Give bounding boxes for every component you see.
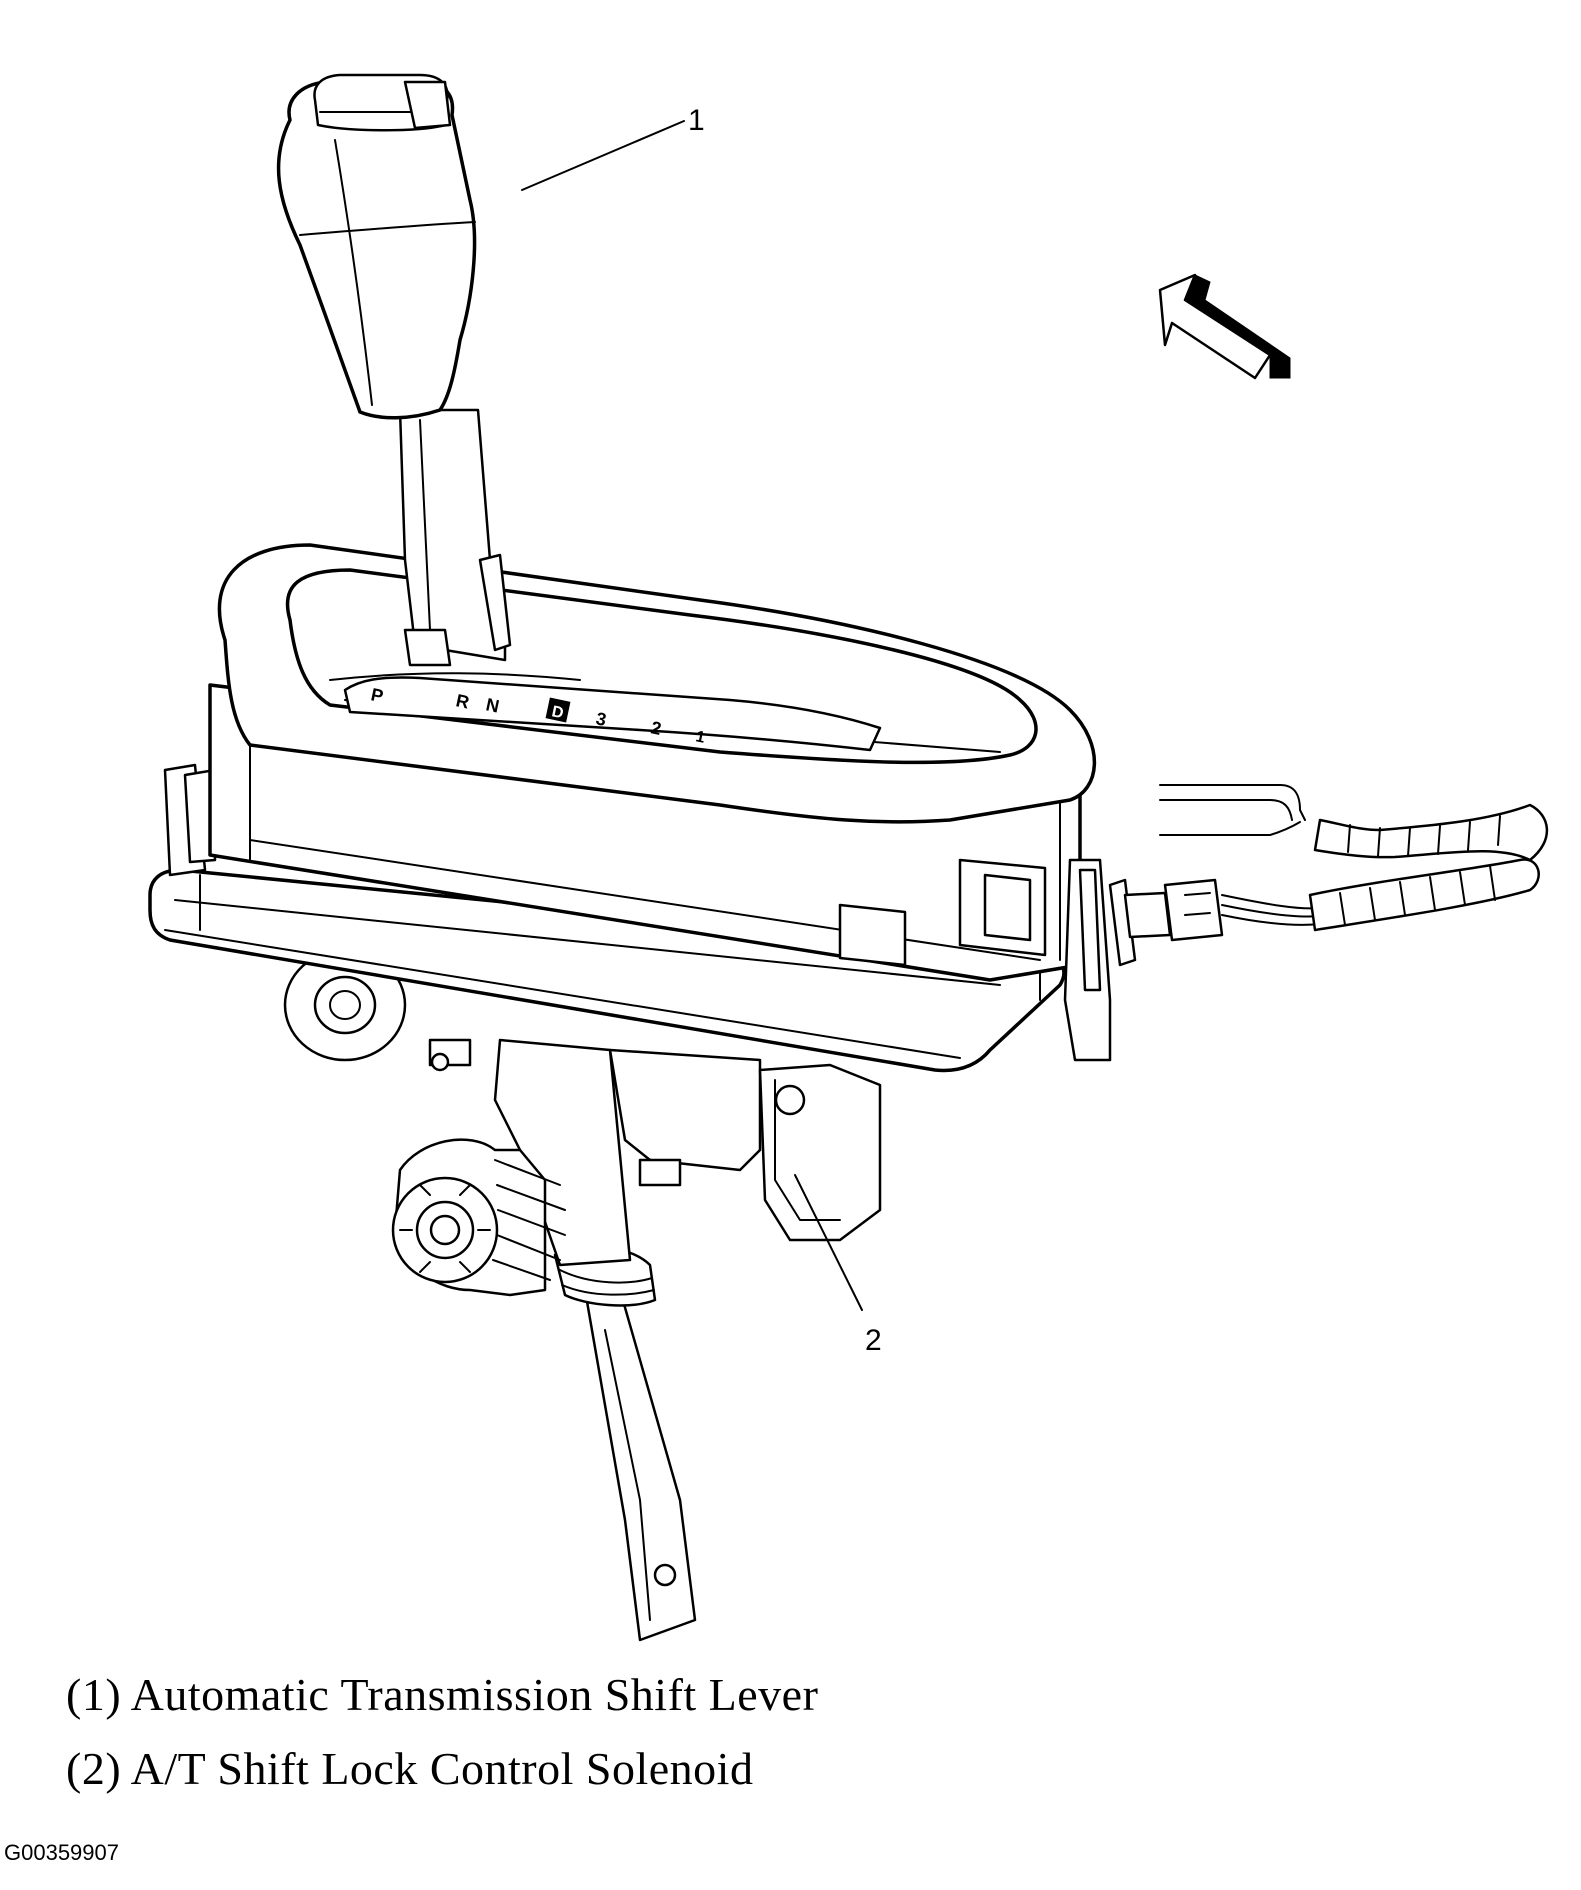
- gear-indicator: P R N D 3 2 1: [343, 676, 882, 752]
- figure-id: G00359907: [4, 1840, 119, 1865]
- legend-item-shift-lock-solenoid: (2) A/T Shift Lock Control Solenoid: [66, 1743, 754, 1794]
- leader-line-2: [794, 1174, 863, 1311]
- legend-item-shift-lever: (1) Automatic Transmission Shift Lever: [66, 1669, 819, 1720]
- shift-knob: [276, 73, 477, 420]
- callout-1: 1: [688, 104, 705, 137]
- gear-1: 1: [694, 728, 706, 746]
- gear-R: R: [454, 690, 471, 712]
- gear-N: N: [484, 694, 501, 716]
- right-latch: [1063, 858, 1112, 1062]
- leader-line-1: [521, 120, 685, 191]
- gear-D: D: [550, 703, 565, 722]
- gear-2: 2: [649, 717, 663, 739]
- pivot-bushing: [283, 948, 472, 1072]
- lower-bracket: [493, 1038, 882, 1267]
- gear-P: P: [369, 684, 385, 706]
- linkage-arm: [553, 1245, 697, 1642]
- detent-gear: [391, 1138, 566, 1297]
- shift-lever-shaft: [398, 408, 512, 667]
- wiring-harness: [1108, 784, 1549, 967]
- callout-leaders: [521, 120, 863, 1311]
- gear-3: 3: [594, 708, 608, 730]
- forward-arrow-icon: [1158, 273, 1291, 380]
- left-latch: [163, 763, 217, 877]
- callout-2: 2: [865, 1324, 882, 1357]
- gear-D-highlight: [545, 697, 571, 723]
